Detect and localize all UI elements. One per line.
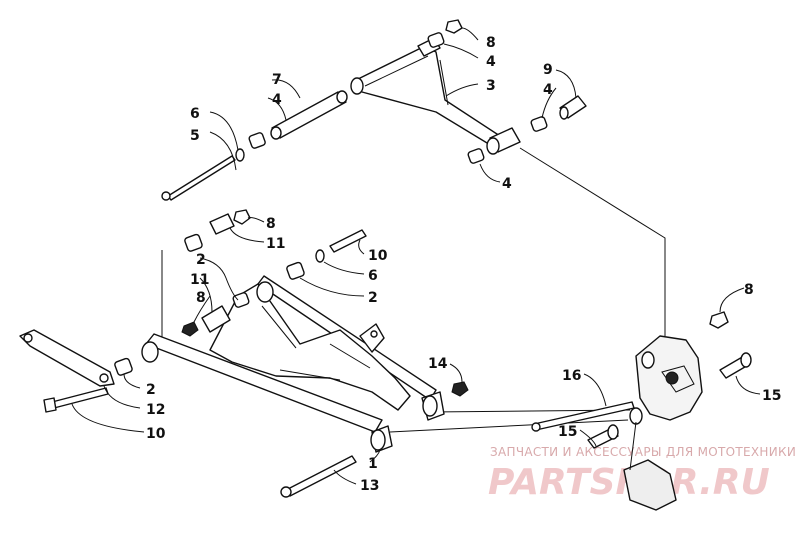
callout-10: 10	[146, 426, 166, 442]
callout-7: 7	[272, 72, 282, 88]
callout-16: 16	[562, 368, 581, 384]
callout-14: 14	[428, 356, 448, 372]
callout-8: 8	[486, 35, 496, 51]
callout-9: 9	[543, 62, 553, 78]
callout-4: 4	[486, 54, 496, 70]
callout-2: 2	[146, 382, 156, 398]
spindle-knuckle	[531, 311, 752, 511]
callout-15: 15	[762, 388, 781, 404]
callout-4: 4	[543, 82, 553, 98]
callout-4: 4	[272, 92, 282, 108]
upper-hardware	[161, 19, 587, 201]
callout-11: 11	[266, 236, 285, 252]
callouts: 8 4 3 7 4 9 4 6 5 4 8 11 10 2 6 11 2 8 8…	[146, 35, 781, 494]
callout-4: 4	[502, 176, 512, 192]
callout-11: 11	[190, 272, 209, 288]
callout-2: 2	[368, 290, 378, 306]
lower-hardware	[19, 209, 469, 498]
callout-10: 10	[368, 248, 388, 264]
callout-6: 6	[190, 106, 200, 122]
callout-1: 1	[368, 456, 378, 472]
callout-2: 2	[196, 252, 206, 268]
callout-3: 3	[486, 78, 496, 94]
watermark-caption: ЗАПЧАСТИ И АКСЕССУАРЫ ДЛЯ МОТОТЕХНИКИ	[490, 445, 796, 459]
lower-a-arm	[141, 275, 445, 453]
upper-a-arm	[350, 37, 521, 155]
callout-8: 8	[744, 282, 754, 298]
leader-lines	[71, 27, 761, 485]
callout-13: 13	[360, 478, 379, 494]
callout-6: 6	[368, 268, 378, 284]
callout-12: 12	[146, 402, 165, 418]
callout-15: 15	[558, 424, 577, 440]
callout-8: 8	[196, 290, 206, 306]
callout-5: 5	[190, 128, 200, 144]
callout-8: 8	[266, 216, 276, 232]
